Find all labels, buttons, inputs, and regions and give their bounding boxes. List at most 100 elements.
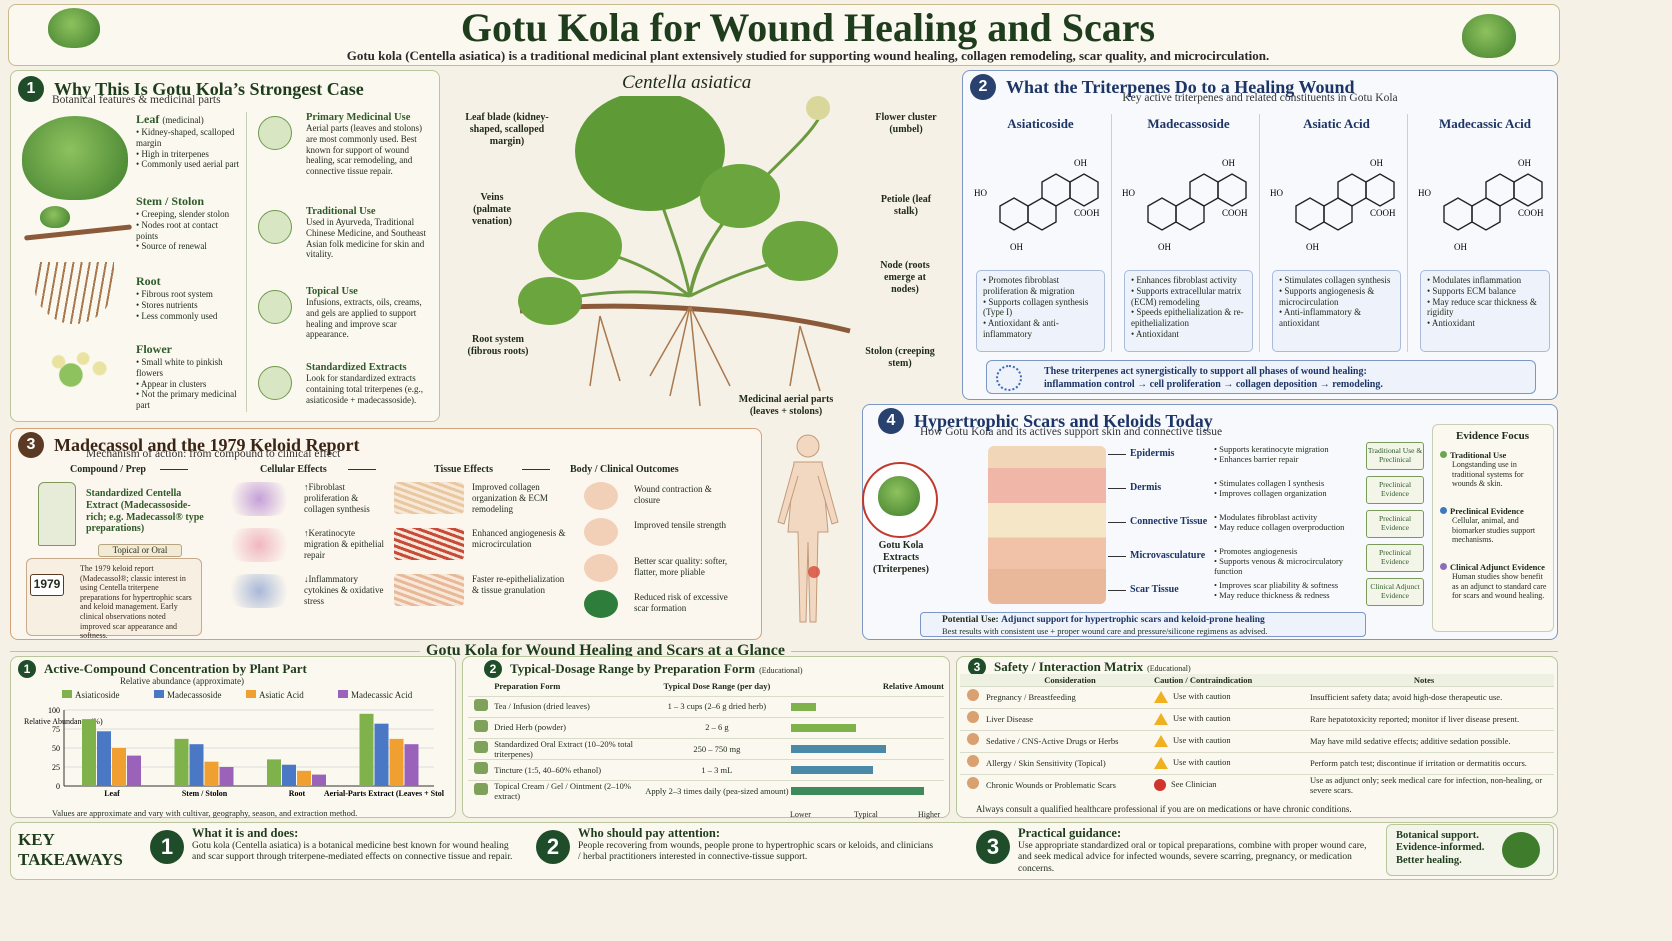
legend-label: Madecassoside — [167, 690, 222, 700]
safety-row: Chronic Wounds or Problematic Scars See … — [960, 774, 1554, 796]
bar-madecassoside — [374, 723, 389, 786]
relative-amount-bar — [791, 765, 873, 774]
preparation-icon — [474, 783, 489, 796]
plant-part-name: Leaf (medicinal) — [136, 112, 242, 127]
layer-effect: Promotes angiogenesis — [1214, 546, 1364, 556]
takeaway-text: Gotu kola (Centella asiatica) is a botan… — [192, 841, 513, 863]
plant-part-name: Stem / Stolon — [136, 194, 242, 209]
plant-part-block: Leaf (medicinal) Kidney-shaped, scallope… — [136, 112, 242, 170]
part-feature: Small white to pinkish flowers — [136, 357, 242, 379]
prep-tag: Topical or Oral — [98, 544, 182, 557]
preparation-icon — [474, 719, 489, 732]
layer-arrow-icon — [1108, 556, 1126, 557]
chem-group-ho: HO — [974, 188, 987, 198]
plant-part-name: Flower — [136, 342, 242, 357]
part-feature: Fibrous root system — [136, 289, 242, 300]
tissue-illustration-icon — [394, 528, 464, 560]
y-tick-label: 100 — [48, 706, 60, 715]
compound-effects-box: Promotes fibroblast proliferation & migr… — [976, 270, 1105, 352]
potential-use-note: Best results with consistent use + prope… — [942, 626, 1268, 636]
part-feature: Less commonly used — [136, 311, 242, 322]
safety-caution: Use with caution — [1154, 752, 1294, 774]
use-icon — [258, 116, 292, 150]
section-3-title: Madecassol and the 1979 Keloid Report — [54, 434, 360, 455]
preparation-icon — [474, 698, 489, 711]
takeaways-label: KEY TAKEAWAYS — [18, 830, 123, 869]
chem-group-ho: HO — [1270, 188, 1283, 198]
chart-note: Values are approximate and vary with cul… — [52, 808, 358, 818]
layer-arrow-icon — [1108, 488, 1126, 489]
extract-label: Gotu Kola Extracts (Triterpenes) — [873, 540, 929, 575]
evidence-item: Preclinical Evidence Cellular, animal, a… — [1440, 506, 1550, 545]
label-flower-cluster: Flower cluster (umbel) — [875, 112, 937, 135]
synergy-summary-box — [986, 360, 1536, 394]
dosage-row: Dried Herb (powder) 2 – 6 g — [468, 717, 944, 738]
skin-layer-name: Scar Tissue — [1130, 584, 1179, 595]
layer-effects: Stimulates collagen I synthesisImproves … — [1214, 478, 1364, 498]
compound-effect: Supports ECM balance — [1427, 286, 1543, 297]
cell-illustration-icon — [222, 482, 296, 516]
dosage-header: 2 Typical-Dosage Range by Preparation Fo… — [484, 660, 803, 678]
preparation-icon — [474, 761, 489, 774]
bar-madecassic-acid — [219, 767, 234, 786]
legend-label: Asiatic Acid — [259, 690, 304, 700]
bar-asiaticoside — [359, 713, 374, 786]
use-icon — [258, 210, 292, 244]
takeaway-number: 1 — [150, 830, 184, 864]
potential-use-text: Adjunct support for hypertrophic scars a… — [1001, 615, 1265, 625]
tagline: Botanical support. Evidence-informed. Be… — [1396, 830, 1485, 866]
mechanism-column-header: Body / Clinical Outcomes — [570, 464, 679, 475]
layer-effect: May reduce collagen overproduction — [1214, 522, 1364, 532]
part-feature: High in triterpenes — [136, 149, 242, 160]
prep-form: Tea / Infusion (dried leaves) — [494, 701, 590, 712]
tissue-illustration-icon — [394, 482, 464, 514]
layer-effects: Improves scar pliability & softnessMay r… — [1214, 580, 1364, 600]
use-title: Traditional Use — [306, 206, 376, 217]
compound-effect: Anti-inflammatory & antioxidant — [1279, 307, 1394, 329]
tagline-leaf-icon — [1502, 832, 1540, 868]
medicinal-use-block: Primary Medicinal Use Aerial parts (leav… — [256, 112, 434, 177]
flower-illustration — [34, 342, 116, 408]
use-title: Primary Medicinal Use — [306, 112, 411, 123]
safety-note: Use as adjunct only; seek medical care f… — [1310, 775, 1543, 796]
use-text: Aerial parts (leaves and stolons) are mo… — [306, 123, 422, 177]
evidence-title: Evidence Focus — [1456, 430, 1530, 442]
chem-group-ho: HO — [1122, 188, 1135, 198]
prep-dose: 1 – 3 mL — [701, 764, 733, 775]
y-tick-label: 0 — [56, 782, 60, 791]
bar-asiatic-acid — [204, 761, 219, 786]
layer-effect: Supports keratinocyte migration — [1214, 444, 1364, 454]
evidence-item-text: Cellular, animal, and biomarker studies … — [1452, 516, 1536, 545]
dosage-header-amount: Relative Amount — [882, 680, 944, 691]
evidence-item-title: Clinical Adjunct Evidence — [1440, 562, 1550, 572]
section-1-subtitle: Botanical features & medicinal parts — [52, 94, 221, 106]
warning-triangle-icon — [1154, 735, 1168, 748]
section-1-divider — [246, 112, 247, 412]
section-1-title: Why This Is Gotu Kola’s Strongest Case — [54, 78, 364, 99]
section-3-header: 3 Madecassol and the 1979 Keloid Report — [18, 432, 360, 458]
section-4-header: 4 Hypertrophic Scars and Keloids Today — [878, 408, 1213, 434]
molecule-structure: HO OH COOH OH — [1122, 158, 1248, 252]
legend-entry: Madecassoside — [154, 690, 221, 701]
cell-illustration-icon — [222, 528, 296, 562]
warning-triangle-icon — [1154, 713, 1168, 726]
compound-card: Madecassoside HO OH COOH OH Enhances fib… — [1118, 114, 1260, 352]
safety-row: Liver Disease Use with caution Rare hepa… — [960, 708, 1554, 730]
safety-row: Pregnancy / Breastfeeding Use with cauti… — [960, 686, 1554, 708]
chem-group-oh-lower: OH — [1454, 242, 1467, 252]
layer-effect: Improves scar pliability & softness — [1214, 580, 1364, 590]
potential-use-label: Potential Use: — [942, 615, 999, 625]
layer-effects: Supports keratinocyte migrationEnhances … — [1214, 444, 1364, 464]
compound-effects-box: Enhances fibroblast activitySupports ext… — [1124, 270, 1253, 352]
section-2-title: What the Triterpenes Do to a Healing Wou… — [1006, 76, 1355, 97]
prep-form: Topical Cream / Gel / Ointment (2–10% ex… — [494, 780, 631, 802]
takeaway-title: Practical guidance: — [1018, 826, 1122, 840]
outcome-icon — [584, 518, 618, 546]
y-tick-label: 25 — [52, 763, 60, 772]
use-title: Topical Use — [306, 286, 358, 297]
section-2-number: 2 — [970, 74, 996, 100]
label-veins: Veins (palmate venation) — [472, 192, 512, 227]
bar-madecassoside — [282, 764, 296, 786]
compound-effect: Enhances fibroblast activity — [1131, 275, 1246, 286]
